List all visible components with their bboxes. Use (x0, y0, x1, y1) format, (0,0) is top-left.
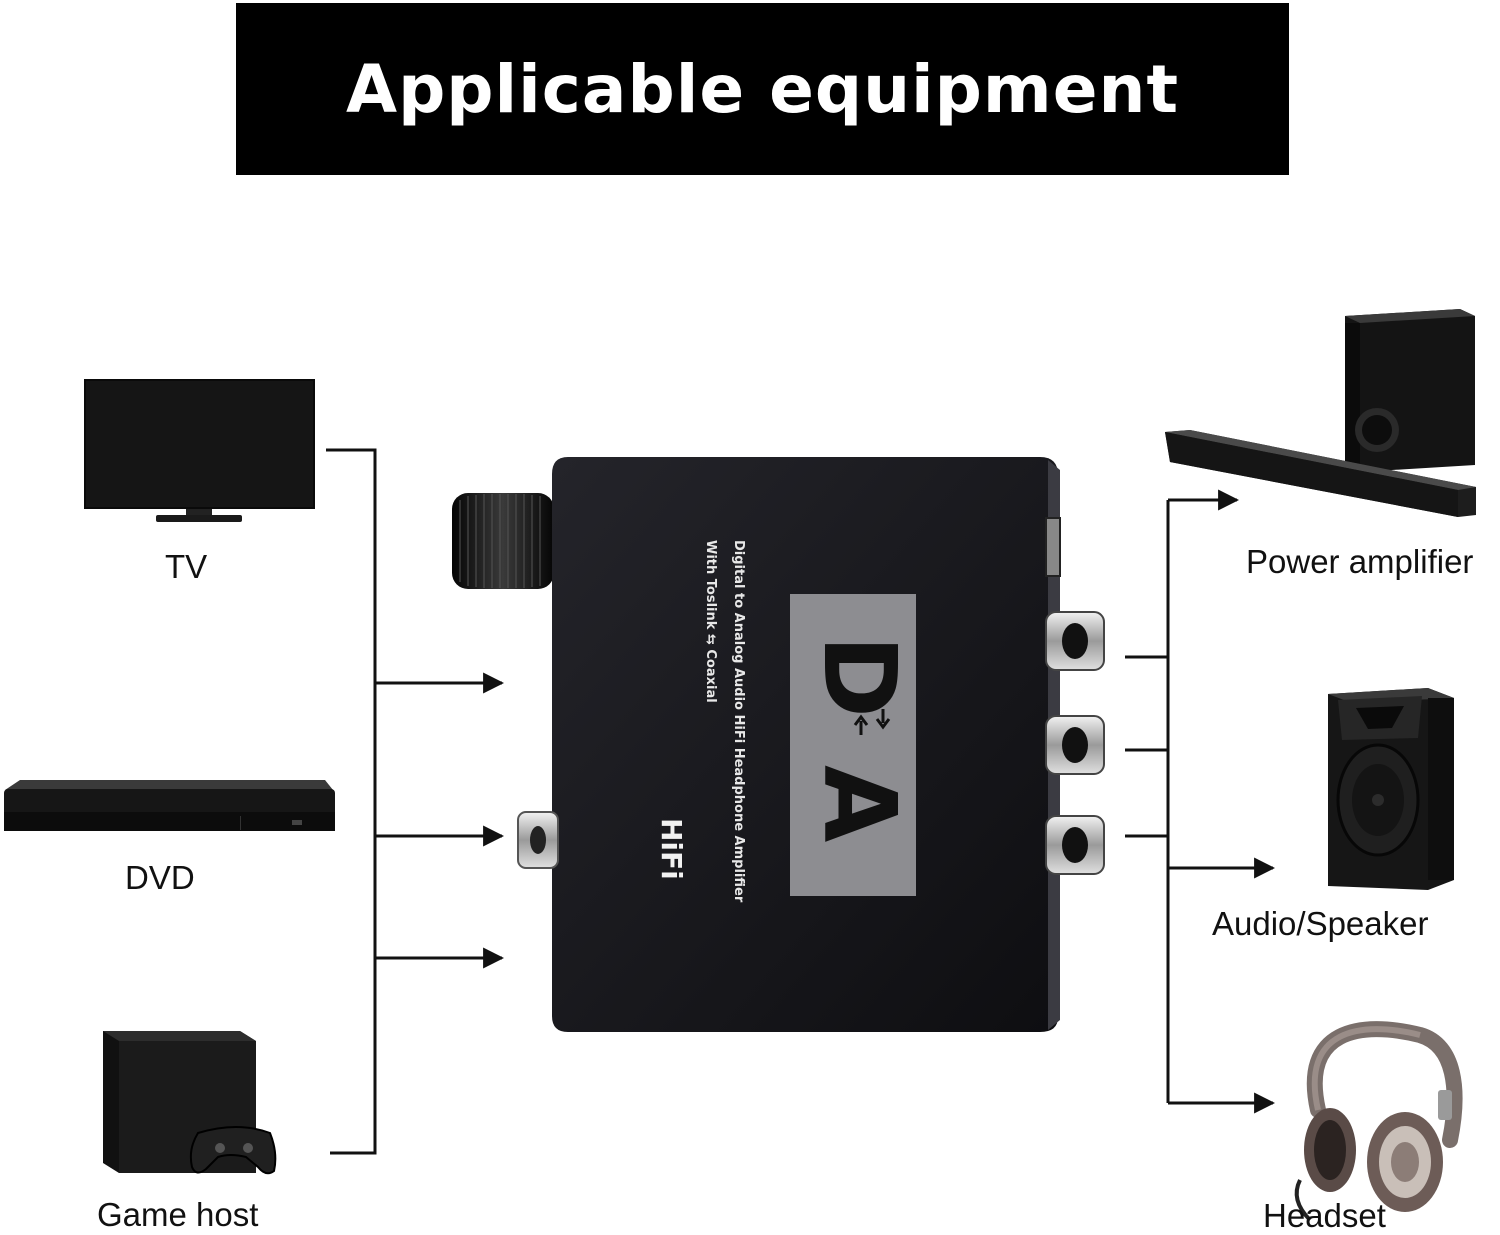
game-console-icon (103, 1031, 275, 1173)
label-tv: TV (165, 548, 207, 586)
label-audio-speaker: Audio/Speaker (1212, 905, 1428, 943)
svg-text:D: D (801, 635, 918, 718)
svg-text:With Toslink ⇆ Coaxial: With Toslink ⇆ Coaxial (703, 540, 718, 703)
soundbar-subwoofer-icon (1165, 309, 1476, 517)
svg-text:HiFi: HiFi (655, 818, 688, 880)
rca-output-jacks (1046, 612, 1104, 874)
label-dvd: DVD (125, 859, 195, 897)
coaxial-input-jack (518, 812, 558, 868)
hifi-label: HiFi (655, 818, 688, 880)
volume-knob (452, 493, 554, 589)
label-power-amplifier: Power amplifier (1246, 543, 1473, 581)
label-game-host: Game host (97, 1196, 258, 1234)
dac-device: D A Digital to Analog Audio HiFi Headpho… (452, 457, 1104, 1032)
svg-text:Digital to Analog Audio HiFi H: Digital to Analog Audio HiFi Headphone A… (731, 540, 746, 903)
label-headset: Headset (1263, 1197, 1386, 1235)
headphones-icon (1297, 1029, 1455, 1220)
power-switch (1046, 518, 1060, 576)
speaker-icon (1328, 688, 1454, 890)
output-connector-lines (1125, 500, 1273, 1103)
tv-icon (84, 379, 315, 522)
svg-text:A: A (801, 765, 918, 842)
dvd-player-icon (4, 780, 335, 831)
